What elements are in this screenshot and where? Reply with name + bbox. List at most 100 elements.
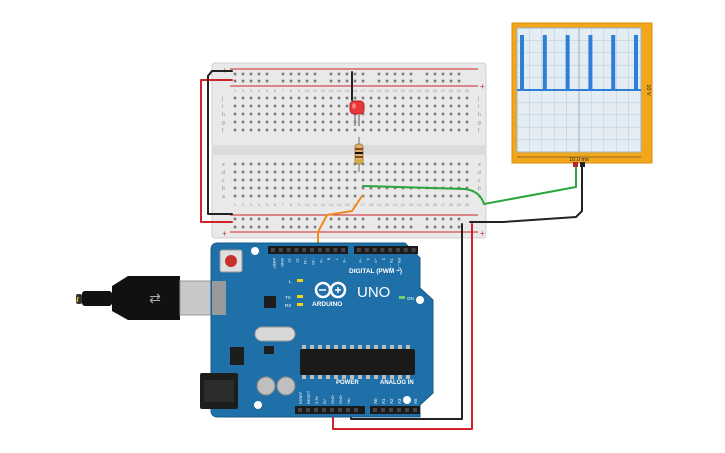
rail-hole (289, 72, 293, 76)
column-number: 26 (433, 88, 438, 93)
breadboard-hole (353, 128, 357, 132)
header-pin[interactable] (405, 408, 409, 412)
header-pin[interactable] (388, 248, 393, 252)
breadboard-hole (409, 162, 413, 166)
header-pin[interactable] (298, 408, 302, 412)
breadboard-hole (257, 104, 261, 108)
breadboard-hole (313, 112, 317, 116)
breadboard-hole (257, 96, 261, 100)
chip-pin (342, 375, 346, 379)
resistor-band-1 (355, 148, 363, 150)
breadboard-hole (265, 128, 269, 132)
header-pin[interactable] (389, 408, 393, 412)
breadboard-hole (297, 178, 301, 182)
header-pin[interactable] (278, 248, 283, 252)
header-pin[interactable] (397, 408, 401, 412)
breadboard-hole (345, 104, 349, 108)
rail-hole (345, 79, 349, 83)
rail-hole (313, 225, 317, 229)
header-pin[interactable] (310, 248, 314, 252)
header-pin[interactable] (341, 248, 346, 252)
breadboard-hole (433, 104, 437, 108)
column-number: 29 (457, 202, 462, 207)
reset-button[interactable] (225, 255, 237, 267)
power-jack-inner (204, 380, 234, 402)
breadboard-hole (305, 96, 309, 100)
header-pin[interactable] (314, 408, 318, 412)
header-pin[interactable] (294, 248, 299, 252)
usb-chip (264, 296, 276, 308)
header-pin[interactable] (306, 408, 310, 412)
l-led-label: L (289, 279, 292, 284)
header-pin[interactable] (373, 408, 377, 412)
breadboard-hole (289, 170, 293, 174)
breadboard-hole (273, 104, 277, 108)
breadboard-hole (417, 96, 421, 100)
header-pin[interactable] (372, 248, 377, 252)
breadboard-hole (441, 170, 445, 174)
breadboard-hole (273, 96, 277, 100)
header-pin[interactable] (354, 408, 358, 412)
breadboard-hole (249, 186, 253, 190)
breadboard-hole (313, 104, 317, 108)
power-pin-label: IOREF (298, 391, 303, 404)
header-pin[interactable] (302, 248, 307, 252)
breadboard-hole (393, 194, 397, 198)
header-pin[interactable] (322, 408, 326, 412)
header-pin[interactable] (411, 248, 416, 252)
header-pin[interactable] (333, 248, 338, 252)
rail-hole (305, 217, 309, 221)
breadboard-hole (273, 194, 277, 198)
column-number: 6 (274, 202, 277, 207)
rail-hole (305, 79, 309, 83)
header-pin[interactable] (364, 248, 369, 252)
breadboard-hole (329, 178, 333, 182)
header-pin[interactable] (330, 408, 334, 412)
header-pin[interactable] (357, 248, 361, 252)
column-number: 20 (385, 88, 390, 93)
breadboard-hole (465, 170, 469, 174)
breadboard-hole (401, 178, 405, 182)
column-number: 12 (321, 202, 326, 207)
header-pin[interactable] (338, 408, 342, 412)
breadboard-hole (297, 170, 301, 174)
oscilloscope[interactable]: 10.0 ms 10 V (511, 22, 653, 167)
breadboard-hole (345, 120, 349, 124)
breadboard-hole (377, 120, 381, 124)
header-pin[interactable] (396, 248, 400, 252)
rx-led (297, 303, 303, 306)
power-pin-label: Vin (346, 398, 351, 404)
breadboard-hole (353, 170, 357, 174)
header-pin[interactable] (381, 408, 385, 412)
breadboard-hole (425, 162, 429, 166)
header-pin[interactable] (380, 248, 385, 252)
breadboard-hole (457, 194, 461, 198)
breadboard-hole (393, 112, 397, 116)
power-pin-label: 5V (322, 399, 327, 404)
breadboard-hole (337, 162, 341, 166)
header-pin[interactable] (325, 248, 330, 252)
header-pin[interactable] (271, 248, 275, 252)
header-pin[interactable] (317, 248, 322, 252)
digital-pin-label: 7 (334, 258, 339, 261)
column-number: 4 (258, 202, 261, 207)
header-pin[interactable] (346, 408, 350, 412)
resistor[interactable] (354, 137, 364, 172)
rail-hole (241, 79, 245, 83)
header-pin[interactable] (413, 408, 417, 412)
digital-pin-label: GND (280, 258, 285, 267)
rail-hole (449, 217, 453, 221)
breadboard-hole (385, 162, 389, 166)
breadboard-hole (329, 162, 333, 166)
column-number: 27 (441, 88, 446, 93)
tx-led (297, 295, 303, 298)
header-pin[interactable] (403, 248, 408, 252)
breadboard-hole (457, 120, 461, 124)
breadboard-hole (465, 162, 469, 166)
breadboard-hole (353, 96, 357, 100)
header-pin[interactable] (286, 248, 291, 252)
breadboard-hole (441, 112, 445, 116)
led[interactable] (349, 100, 365, 126)
